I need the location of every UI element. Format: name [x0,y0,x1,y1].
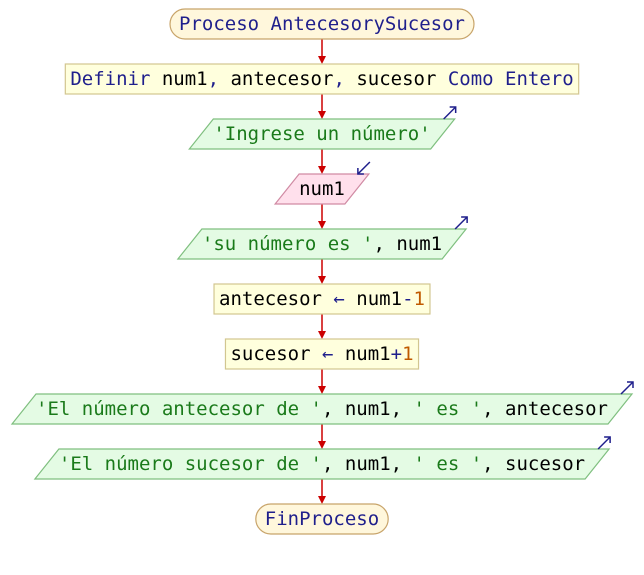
output-shape [10,393,634,425]
node-assign-suc-label: sucesor ← num1+1 [230,343,413,365]
flow-arrow [318,39,326,64]
arrow-head [318,276,326,284]
output-shape [176,228,468,260]
output-arrow-icon [443,106,457,120]
node-assign-suc: sucesor ← num1+1 [224,338,420,370]
arrow-head [318,221,326,229]
node-out-ante-text-0: 'El número antecesor de ' [36,398,322,420]
node-out-suc-label: 'El número sucesor de ', num1, ' es ', s… [59,453,585,475]
output-shape [188,118,456,150]
node-end: FinProceso [255,503,389,535]
node-assign-ante-text-3: - [402,288,413,310]
node-assign-ante-label: antecesor ← num1-1 [219,288,425,310]
node-echo-label: 'su número es ', num1 [202,233,442,255]
flow-arrow [318,259,326,284]
node-echo-text-0: 'su número es ' [202,233,374,255]
node-assign-suc-text-0: sucesor [230,343,322,365]
input-arrow-icon [357,161,371,175]
node-read-text-0: num1 [299,178,345,200]
node-echo: 'su número es ', num1 [176,216,468,260]
node-assign-suc-text-3: + [391,343,402,365]
node-assign-ante: antecesor ← num1-1 [213,283,431,315]
node-out-ante-label: 'El número antecesor de ', num1, ' es ',… [36,398,608,420]
node-out-ante-text-3: , antecesor [482,398,608,420]
node-define-text-0: Definir [70,68,150,90]
output-shape [33,448,611,480]
node-define-text-5: sucesor [345,68,448,90]
node-assign-suc-text-1: ← [322,343,333,365]
arrow-head [318,166,326,174]
process-shape [213,283,431,315]
node-end-label: FinProceso [265,508,379,530]
arrow-head [318,441,326,449]
node-end-text-0: FinProceso [265,508,379,530]
node-assign-ante-text-2: num1 [345,288,402,310]
arrow-head [318,331,326,339]
node-out-ante: 'El número antecesor de ', num1, ' es ',… [10,381,634,425]
arrow-head [318,56,326,64]
flow-arrow [318,149,326,174]
terminal-shape [169,8,475,40]
node-define-text-1: num1 [150,68,207,90]
node-out-ante-text-1: , num1, [322,398,414,420]
arrow-head [318,496,326,504]
node-read: num1 [273,161,371,205]
node-define: Definir num1, antecesor, sucesor Como En… [64,63,580,95]
output-arrow-icon [454,216,468,230]
node-out-suc-text-1: , num1, [322,453,414,475]
node-out-suc-text-0: 'El número sucesor de ' [59,453,322,475]
node-assign-suc-text-4: 1 [402,343,413,365]
node-assign-ante-text-4: 1 [414,288,425,310]
node-assign-ante-text-0: antecesor [219,288,333,310]
process-shape [224,338,420,370]
arrow-head [318,386,326,394]
flow-arrow [318,94,326,119]
flow-arrow [318,314,326,339]
node-define-label: Definir num1, antecesor, sucesor Como En… [70,68,573,90]
node-define-text-6: Como Entero [448,68,574,90]
flowchart-edges [318,39,326,504]
node-out-suc-text-3: , sucesor [482,453,585,475]
node-assign-ante-text-1: ← [333,288,344,310]
node-prompt-label: 'Ingrese un número' [213,123,430,145]
output-arrow-icon [597,436,611,450]
node-start: Proceso AntecesorySucesor [169,8,475,40]
input-shape [273,173,371,205]
node-define-text-2: , [208,68,219,90]
flow-arrow [318,479,326,504]
node-echo-text-1: , num1 [373,233,442,255]
node-start-label: Proceso AntecesorySucesor [179,13,465,35]
node-out-suc: 'El número sucesor de ', num1, ' es ', s… [33,436,611,480]
node-define-text-4: , [333,68,344,90]
node-out-ante-text-2: ' es ' [414,398,483,420]
terminal-shape [255,503,389,535]
node-prompt-text-0: 'Ingrese un número' [213,123,430,145]
node-start-text-1: AntecesorySucesor [259,13,465,35]
node-prompt: 'Ingrese un número' [188,106,457,150]
arrow-head [318,111,326,119]
node-start-text-0: Proceso [179,13,259,35]
process-shape [64,63,580,95]
node-define-text-3: antecesor [219,68,333,90]
flow-arrow [318,424,326,449]
output-arrow-icon [620,381,634,395]
node-read-label: num1 [299,178,345,200]
flow-arrow [318,369,326,394]
node-out-suc-text-2: ' es ' [414,453,483,475]
node-assign-suc-text-2: num1 [333,343,390,365]
flow-arrow [318,204,326,229]
